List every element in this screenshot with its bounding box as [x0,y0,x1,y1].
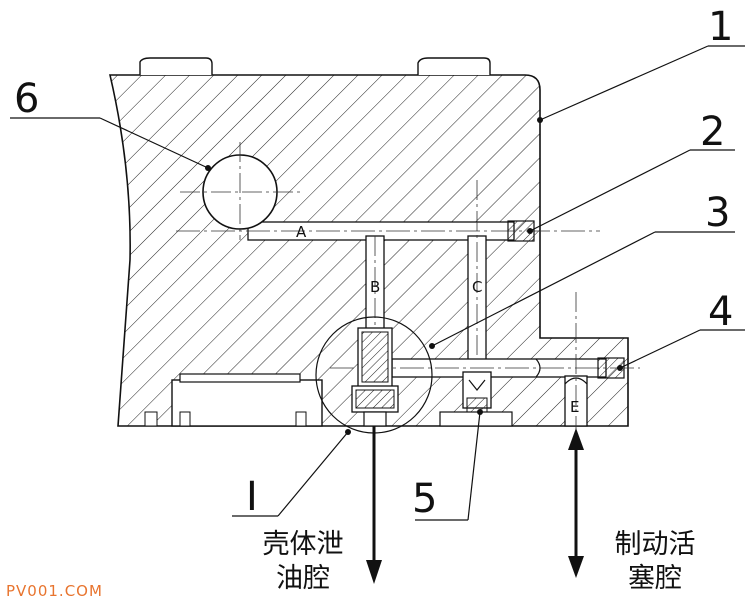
brake-piston-cavity-label: 制动活 塞腔 [592,528,718,596]
valve-5 [462,371,492,413]
channel-label-c: C [472,278,482,296]
watermark: PV001.COM [6,582,103,600]
callout-1: 1 [708,4,733,50]
housing-leak-cavity-line-1: 壳体泄 [262,529,344,560]
plug-4 [597,357,625,379]
channel-label-e: E [570,398,579,416]
channel-label-a: A [296,223,307,241]
check-valve [351,327,399,427]
callout-i: I [246,474,258,520]
callout-6: 6 [14,76,39,122]
callout-2: 2 [700,109,725,155]
brake-piston-cavity-line-1: 制动活 [614,529,696,560]
housing-leak-cavity-label: 壳体泄 油腔 [240,528,366,596]
top-boss-right [417,57,491,75]
callout-3: 3 [705,190,730,236]
leak-oil-arrow [366,426,382,584]
brake-piston-cavity-line-2: 塞腔 [628,563,682,594]
top-boss-left [139,57,213,75]
channel-label-b: B [370,278,380,296]
housing-leak-cavity-line-2: 油腔 [276,563,330,594]
brake-piston-arrow [568,428,584,578]
plug-2 [507,220,535,242]
callout-4: 4 [708,289,733,335]
callout-5: 5 [412,476,437,522]
